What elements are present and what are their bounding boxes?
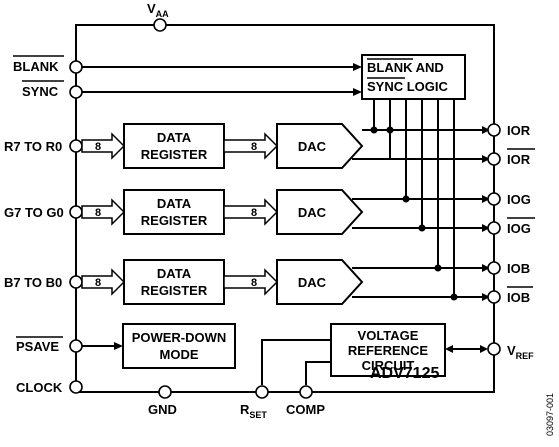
power-down-mode-block: POWER-DOWN MODE xyxy=(122,323,236,369)
ior-bar-pin: IOR xyxy=(487,148,535,167)
clock-pin: CLOCK xyxy=(16,380,83,395)
svg-text:DATA: DATA xyxy=(157,266,192,281)
svg-text:8: 8 xyxy=(95,207,101,219)
svg-text:IOR: IOR xyxy=(507,152,531,167)
vaa-pin: VAA xyxy=(147,1,169,32)
svg-text:8: 8 xyxy=(95,277,101,289)
svg-text:REGISTER: REGISTER xyxy=(141,213,208,228)
svg-text:IOG: IOG xyxy=(507,192,531,207)
rset-pin: RSET xyxy=(240,385,269,420)
svg-text:DATA: DATA xyxy=(157,130,192,145)
svg-text:COMP: COMP xyxy=(286,402,325,417)
svg-text:IOR: IOR xyxy=(507,123,531,138)
svg-text:REFERENCE: REFERENCE xyxy=(348,343,429,358)
svg-text:IOB: IOB xyxy=(507,261,530,276)
iog-pin: IOG xyxy=(487,192,531,207)
svg-text:DATA: DATA xyxy=(157,196,192,211)
svg-text:REGISTER: REGISTER xyxy=(141,283,208,298)
svg-text:CIRCUIT: CIRCUIT xyxy=(362,358,415,373)
svg-text:DAC: DAC xyxy=(298,275,327,290)
red-channel: R7 TO R0 8 DATA REGISTER 8 DAC xyxy=(4,123,490,169)
red-input-label: R7 TO R0 xyxy=(4,139,62,154)
svg-text:MODE: MODE xyxy=(160,347,199,362)
svg-text:RSET: RSET xyxy=(240,402,267,420)
svg-text:GND: GND xyxy=(148,402,177,417)
green-channel: G7 TO G0 8 DATA REGISTER 8 DAC xyxy=(4,189,490,235)
green-input-label: G7 TO G0 xyxy=(4,205,64,220)
svg-text:SYNC LOGIC: SYNC LOGIC xyxy=(367,79,449,94)
iog-bar-pin: IOG xyxy=(487,217,535,236)
iob-pin: IOB xyxy=(487,261,530,276)
comp-pin: COMP xyxy=(286,385,325,417)
blue-input-label: B7 TO B0 xyxy=(4,275,62,290)
svg-text:8: 8 xyxy=(251,207,257,219)
gnd-pin: GND xyxy=(148,385,177,417)
iob-bar-pin: IOB xyxy=(487,286,533,305)
svg-text:IOG: IOG xyxy=(507,221,531,236)
svg-text:SYNC: SYNC xyxy=(22,84,59,99)
svg-text:8: 8 xyxy=(251,141,257,153)
blank-pin: BLANK xyxy=(13,55,83,74)
vref-pin: VREF xyxy=(487,342,534,361)
svg-text:BLANK AND: BLANK AND xyxy=(367,60,444,75)
voltage-reference-block: VOLTAGE REFERENCE CIRCUIT xyxy=(330,323,446,377)
svg-text:VAA: VAA xyxy=(147,1,169,19)
svg-text:VOLTAGE: VOLTAGE xyxy=(358,328,419,343)
svg-text:8: 8 xyxy=(251,277,257,289)
svg-text:BLANK: BLANK xyxy=(13,59,59,74)
svg-text:PSAVE: PSAVE xyxy=(16,339,59,354)
blue-channel: B7 TO B0 8 DATA REGISTER 8 DAC xyxy=(4,259,490,305)
svg-text:REGISTER: REGISTER xyxy=(141,147,208,162)
figure-id: 03097-001 xyxy=(545,393,555,436)
svg-text:DAC: DAC xyxy=(298,139,327,154)
blank-sync-logic-block: BLANK AND SYNC LOGIC xyxy=(361,54,466,100)
ior-pin: IOR xyxy=(487,123,531,138)
svg-text:8: 8 xyxy=(95,141,101,153)
svg-text:DAC: DAC xyxy=(298,205,327,220)
svg-text:CLOCK: CLOCK xyxy=(16,380,63,395)
svg-text:VREF: VREF xyxy=(507,343,534,361)
svg-text:POWER-DOWN: POWER-DOWN xyxy=(132,330,227,345)
svg-text:IOB: IOB xyxy=(507,290,530,305)
sync-pin: SYNC xyxy=(22,80,83,99)
part-number: ADV7125 xyxy=(370,365,439,382)
psave-pin: PSAVE xyxy=(16,336,83,354)
